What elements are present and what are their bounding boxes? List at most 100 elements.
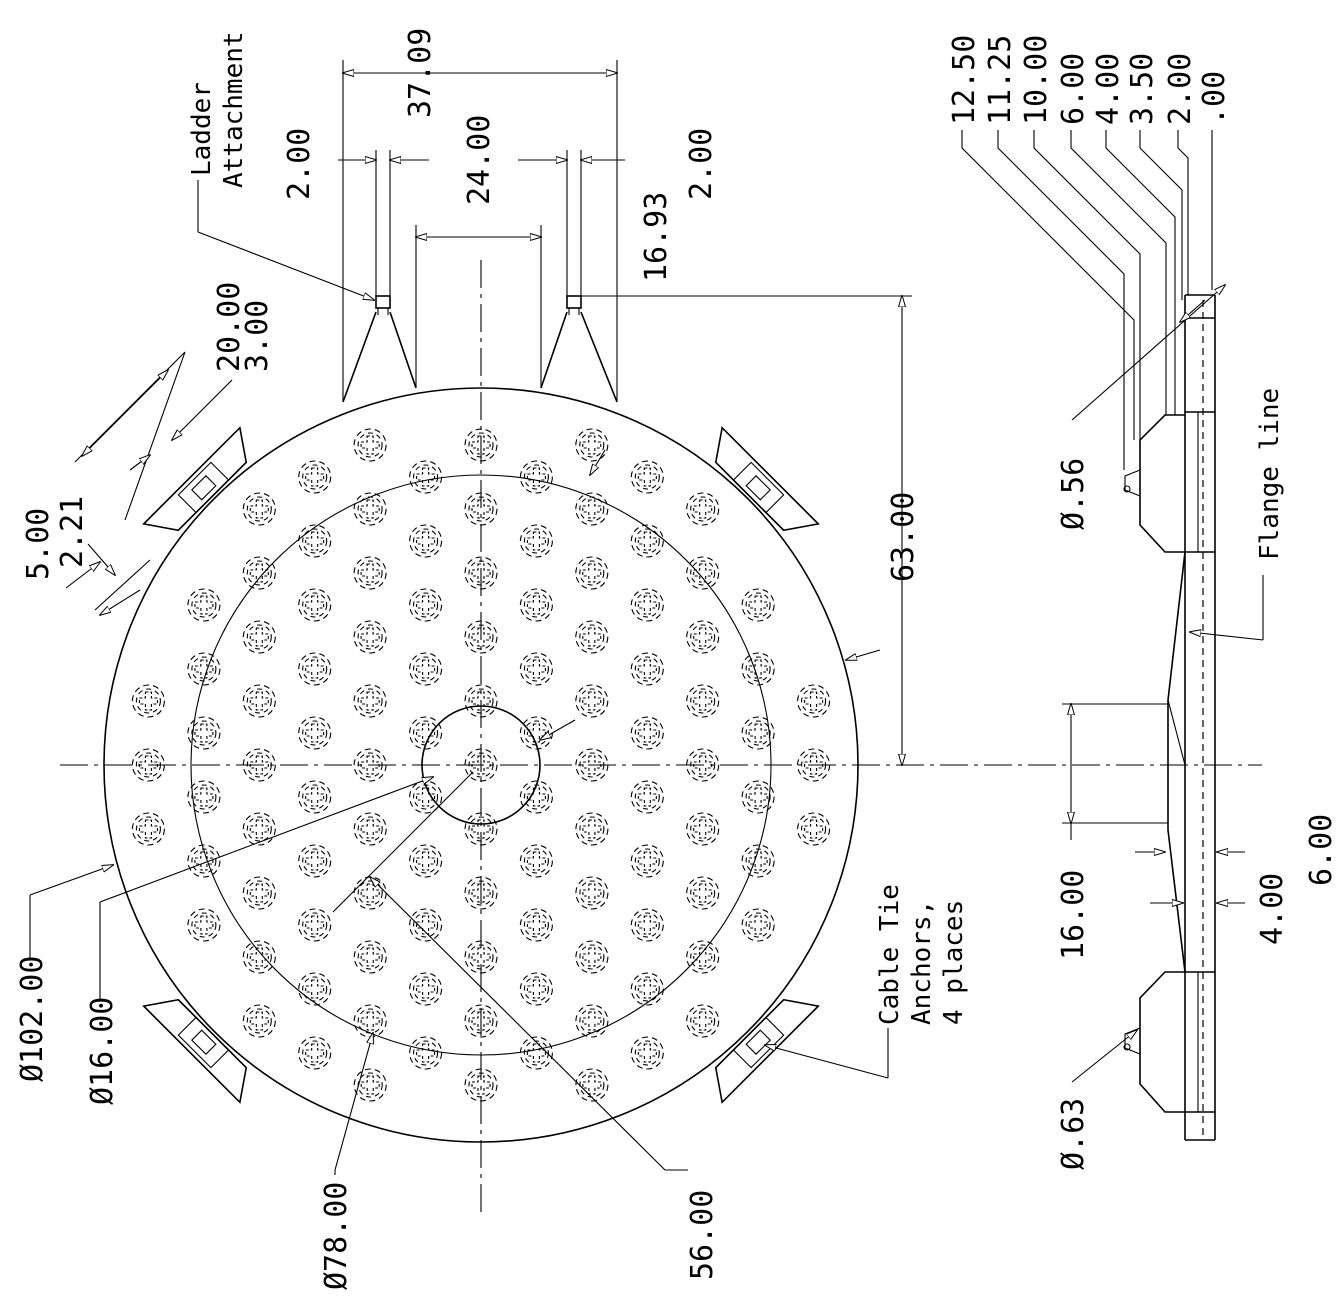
connector-symbol-icon (353, 684, 387, 718)
connector-symbol-icon (630, 716, 664, 750)
labels: Ladder Attachment 37.09 2.00 24.00 2.00 … (15, 28, 1339, 1290)
dim-2-21: 2.21 (55, 496, 90, 568)
connector-symbol-icon (630, 588, 664, 622)
connector-symbol-icon (353, 812, 387, 846)
dim-16: 16.00 (1056, 870, 1091, 960)
connector-symbol-icon (686, 684, 720, 718)
connector-symbol-icon (409, 1036, 443, 1070)
connector-symbol-icon (519, 524, 553, 558)
plate-view (60, 260, 1262, 1212)
dim-56: 56.00 (685, 1190, 720, 1280)
connector-symbol-icon (575, 620, 609, 654)
connector-symbol-icon (519, 844, 553, 878)
connector-symbol-icon (630, 972, 664, 1006)
connector-symbol-icon (298, 972, 332, 1006)
ladder-attachment-label-1: Ladder (187, 82, 217, 176)
connector-symbol-icon (630, 780, 664, 814)
connector-symbol-icon (242, 684, 276, 718)
dim-16-93: 16.93 (639, 192, 674, 282)
dim-dia-0-56: Ø.56 (1056, 458, 1091, 530)
dim-4: 4.00 (1255, 873, 1290, 945)
profile-level-1: 11.25 (983, 35, 1018, 125)
dim-5: 5.00 (21, 508, 56, 580)
connector-symbol-icon (686, 812, 720, 846)
connector-symbol-icon (298, 908, 332, 942)
cable-tie-label-2: Anchors, (907, 900, 937, 1025)
connector-symbol-icon (686, 940, 720, 974)
connector-symbol-icon (519, 972, 553, 1006)
connector-symbol-icon (797, 684, 831, 718)
connector-symbol-icon (630, 908, 664, 942)
connector-symbol-icon (630, 460, 664, 494)
connector-symbol-icon (686, 1004, 720, 1038)
cable-tie-label-3: 4 places (939, 900, 969, 1025)
connector-symbol-icon (575, 556, 609, 590)
dim-dia-102: Ø102.00 (15, 956, 50, 1082)
connector-symbol-icon (519, 652, 553, 686)
connector-symbol-icon (686, 556, 720, 590)
connector-symbol-icon (187, 908, 221, 942)
connector-symbol-icon (353, 876, 387, 910)
profile-level-4: 4.00 (1091, 53, 1126, 125)
connector-symbol-icon (630, 652, 664, 686)
dim-dia-16: Ø16.00 (85, 997, 120, 1105)
ladder-attachment-label-2: Attachment (219, 31, 249, 188)
connector-symbol-icon (298, 460, 332, 494)
profile-level-7: .00 (1197, 71, 1232, 125)
connector-symbol-icon (630, 1036, 664, 1070)
connector-symbol-icon (353, 1004, 387, 1038)
connector-symbol-icon (298, 524, 332, 558)
profile-level-5: 3.50 (1125, 53, 1160, 125)
connector-symbol-icon (298, 780, 332, 814)
connector-symbol-icon (409, 524, 443, 558)
connector-symbol-icon (131, 812, 165, 846)
cable-tie-anchor-upper-left (142, 426, 248, 532)
connector-symbol-icon (630, 844, 664, 878)
connector-symbol-icon (242, 492, 276, 526)
connector-symbol-icon (575, 684, 609, 718)
connector-symbol-icon (187, 588, 221, 622)
connector-symbol-icon (686, 492, 720, 526)
connector-symbol-icon (741, 908, 775, 942)
connector-symbol-icon (519, 460, 553, 494)
dim-dia-0-63: Ø.63 (1056, 1098, 1091, 1170)
connector-symbol-icon (519, 908, 553, 942)
connector-symbol-icon (519, 588, 553, 622)
connector-symbol-icon (575, 1068, 609, 1102)
connector-symbol-icon (242, 556, 276, 590)
ladder-attachment-right (540, 295, 618, 403)
connector-symbol-icon (686, 876, 720, 910)
connector-symbol-icon (242, 1004, 276, 1038)
profile-dimensions (1062, 704, 1245, 903)
connector-symbol-icon (353, 556, 387, 590)
connector-symbol-icon (242, 812, 276, 846)
dim-20: 20.00 (212, 282, 247, 372)
connector-symbol-icon (242, 876, 276, 910)
connector-symbol-icon (409, 652, 443, 686)
width-dimensions (338, 60, 912, 765)
connector-symbol-icon (575, 1004, 609, 1038)
connector-symbol-icon (575, 876, 609, 910)
dim-2-right: 2.00 (684, 128, 719, 200)
connector-symbol-icon (686, 620, 720, 654)
cable-tie-anchor-upper-right (714, 426, 820, 532)
connector-symbol-icon (409, 460, 443, 494)
ladder-attachment-left (342, 295, 417, 403)
connector-symbol-icon (242, 940, 276, 974)
connector-symbol-icon (409, 972, 443, 1006)
dim-dia-78: Ø78.00 (319, 1182, 354, 1290)
profile-level-3: 6.00 (1056, 53, 1091, 125)
dim-6: 6.00 (1304, 814, 1339, 886)
side-profile-view (1123, 294, 1216, 1141)
connector-symbol-icon (353, 940, 387, 974)
connector-symbol-icon (298, 588, 332, 622)
connector-symbol-icon (353, 492, 387, 526)
connector-symbol-icon (630, 524, 664, 558)
connector-symbol-icon (409, 908, 443, 942)
flange-line-label: Flange line (1255, 388, 1285, 560)
connector-symbol-icon (131, 684, 165, 718)
profile-level-6: 2.00 (1163, 53, 1198, 125)
cable-tie-anchor-lower-right (714, 998, 820, 1104)
connector-symbol-icon (741, 588, 775, 622)
